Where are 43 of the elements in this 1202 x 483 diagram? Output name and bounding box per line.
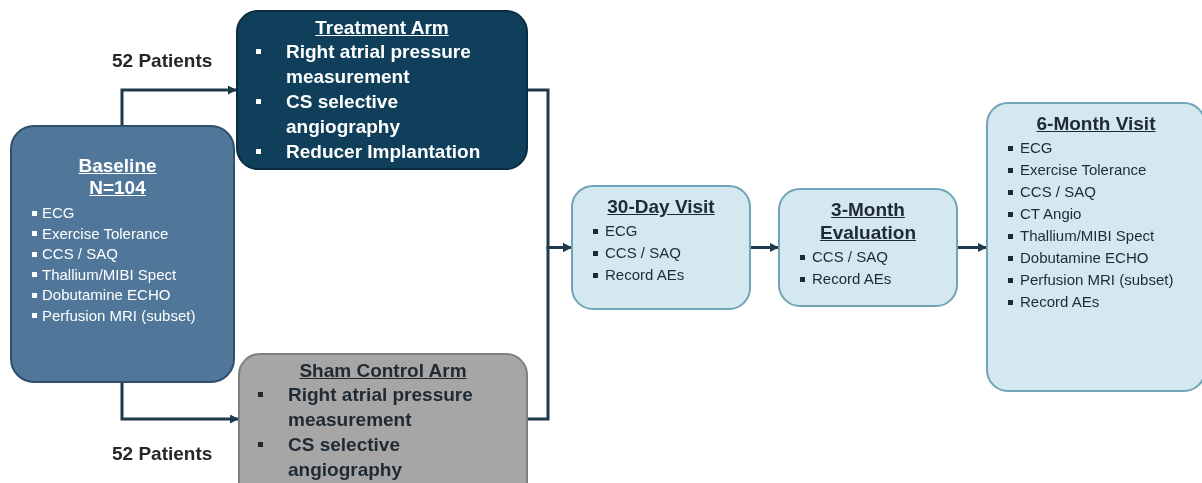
list-item: ECG [1020,138,1053,158]
list-item: Dobutamine ECHO [42,285,171,305]
list-item: CCS / SAQ [812,247,888,267]
arrow [751,243,779,252]
list-item: CCS / SAQ [1020,182,1096,202]
box-heading: 3-Month Evaluation [818,198,918,244]
list-item: CT Angio [1020,204,1082,224]
box-heading: Treatment Arm [314,16,450,39]
list-item: ECG [605,221,638,241]
list-item: Record AEs [1020,292,1100,312]
box-heading: 30-Day Visit [606,195,716,218]
list-item: CS selective angiography [286,90,401,139]
list-item: CS selective angiography [288,433,403,482]
list-item: Right atrial pressure measurement [286,40,472,89]
list-item: Right atrial pressure measurement [288,383,474,432]
list-item: Thallium/MIBI Spect [42,264,177,285]
list-item: Perfusion MRI (subset) [1020,270,1174,290]
group-label: 52 Patients [112,442,213,466]
list-item: Perfusion MRI (subset) [42,305,196,326]
process-box [986,102,1202,392]
arrow [120,85,237,125]
process-box [571,185,751,310]
box-heading: 6-Month Visit [1036,112,1156,135]
list-item: Exercise Tolerance [1020,160,1147,180]
list-item: Exercise Tolerance [42,223,169,244]
arrow [958,243,987,252]
process-box [238,353,528,483]
process-box [236,10,528,170]
arrow [120,383,239,424]
box-heading: Baseline N=104 [77,155,158,199]
list-item: CCS / SAQ [42,244,118,264]
list-item: Reducer Implantation [286,140,481,164]
process-box [10,125,235,383]
arrow [528,243,572,421]
box-heading: Sham Control Arm [298,359,468,382]
list-item: Record AEs [605,265,685,285]
group-label: 52 Patients [112,49,213,73]
list-item: Thallium/MIBI Spect [1020,226,1155,246]
list-item: CCS / SAQ [605,243,681,263]
list-item: Dobutamine ECHO [1020,248,1149,268]
list-item: ECG [42,203,75,223]
process-box [778,188,958,307]
list-item: Record AEs [812,269,892,289]
